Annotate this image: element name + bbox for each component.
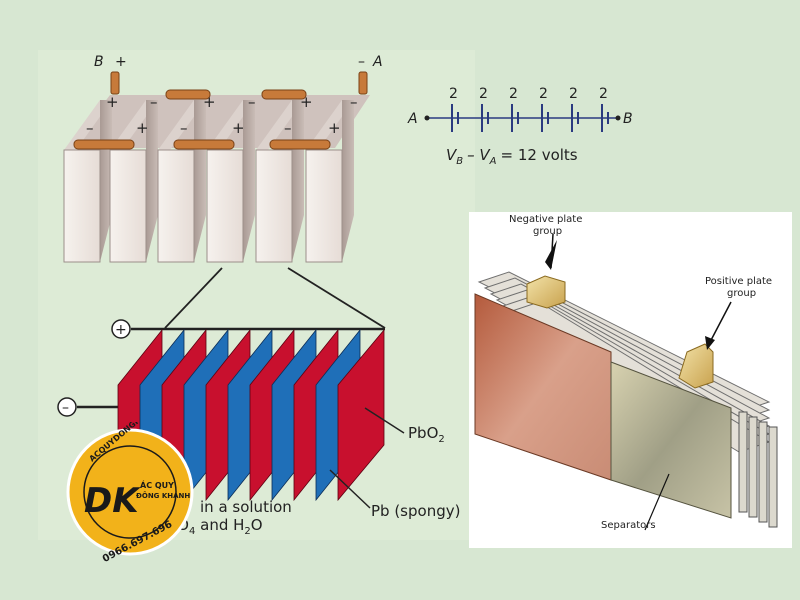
negative-terminal-symbol (57, 397, 77, 417)
svg-text:+: + (232, 119, 245, 137)
plate-group-drawing: Negative plate group Positive plate grou… (474, 214, 778, 531)
terminal-post-b (110, 71, 120, 95)
connector-top-2 (261, 89, 307, 100)
cell-4 (206, 100, 255, 263)
negative-plate-label-2: group (533, 226, 562, 237)
cell-5 (255, 100, 304, 263)
negative-lug (526, 275, 566, 309)
connector-front-2 (173, 139, 235, 150)
badge-brand-line1: ÁC QUY (140, 479, 174, 490)
negative-symbol-text: – (62, 400, 69, 416)
terminal-post-a (358, 71, 368, 95)
positive-arrow (708, 301, 732, 345)
separators-label: Separators (601, 520, 656, 531)
plate-group-illustration: Negative plate group Positive plate grou… (469, 212, 792, 548)
cell-2 (109, 100, 158, 263)
svg-text:–: – (350, 93, 358, 111)
pbo2-leader (364, 407, 405, 434)
series-circuit: 2 2 2 2 2 2 A B VB– VA= 12 volts (407, 86, 633, 167)
badge-circle (66, 428, 194, 556)
svg-text:–: – (248, 93, 256, 111)
battery-cells (63, 95, 370, 263)
positive-plate-label-1: Positive plate (705, 276, 772, 287)
separator-face (610, 361, 732, 519)
svg-text:–: – (284, 119, 292, 137)
positive-arrow-head (705, 336, 715, 350)
positive-symbol-text: + (115, 322, 127, 338)
plate-diagram: + – PbO2 Pb (spongy) in a solution H2SO4… (57, 319, 460, 537)
cell-connectors (73, 71, 368, 150)
negative-plate-label-1: Negative plate (509, 214, 582, 225)
positive-plate-label-2: group (727, 288, 756, 299)
positive-terminal-symbol (111, 319, 131, 339)
watermark-badge: ACQUYDONGKHANH.VN DK ÁC QUY ĐÔNG KHÁNH 0… (66, 422, 194, 562)
svg-text:+: + (328, 119, 341, 137)
zoom-line-left (164, 267, 223, 329)
polarity-marks: + – + – + – – + – + – + (86, 93, 358, 137)
badge-logo: DK (84, 481, 141, 521)
cell-voltage-4: 2 (539, 86, 548, 102)
pbo2-label: PbO2 (408, 424, 445, 445)
pb-spongy-label: Pb (spongy) (371, 502, 460, 520)
badge-brand-line2: ĐÔNG KHÁNH (136, 491, 190, 500)
zoom-line-right (287, 267, 386, 329)
connector-front-3 (269, 139, 331, 150)
terminal-a-label: A (372, 54, 383, 70)
svg-text:+: + (300, 93, 313, 111)
pb-leader (329, 469, 371, 509)
positive-lug (678, 343, 714, 389)
cell-voltage-5: 2 (569, 86, 578, 102)
connector-top-1 (165, 89, 211, 100)
connector-front-1 (73, 139, 135, 150)
svg-text:+: + (203, 93, 216, 111)
terminal-b-plus: + (115, 54, 127, 70)
plate-ends (738, 411, 778, 528)
cell-voltage-6: 2 (599, 86, 608, 102)
cell-voltage-2: 2 (479, 86, 488, 102)
voltage-equation: VB– VA= 12 volts (446, 146, 578, 167)
negative-arrow (550, 233, 554, 269)
cell-6 (305, 100, 354, 263)
svg-text:+: + (106, 93, 119, 111)
badge-inner-ring (83, 445, 177, 539)
cell-voltage-3: 2 (509, 86, 518, 102)
separators-arrow (644, 473, 670, 531)
svg-text:–: – (86, 119, 94, 137)
svg-text:–: – (180, 119, 188, 137)
negative-arrow-head (545, 240, 557, 270)
circuit-end-b: B (623, 111, 633, 127)
svg-text:+: + (136, 119, 149, 137)
circuit-end-a: A (407, 111, 418, 127)
solution-label-line1: in a solution (200, 498, 292, 516)
svg-text:–: – (150, 93, 158, 111)
terminal-a-minus: – (358, 54, 365, 70)
terminal-b-label: B (94, 54, 104, 70)
cell-voltage-1: 2 (449, 86, 458, 102)
